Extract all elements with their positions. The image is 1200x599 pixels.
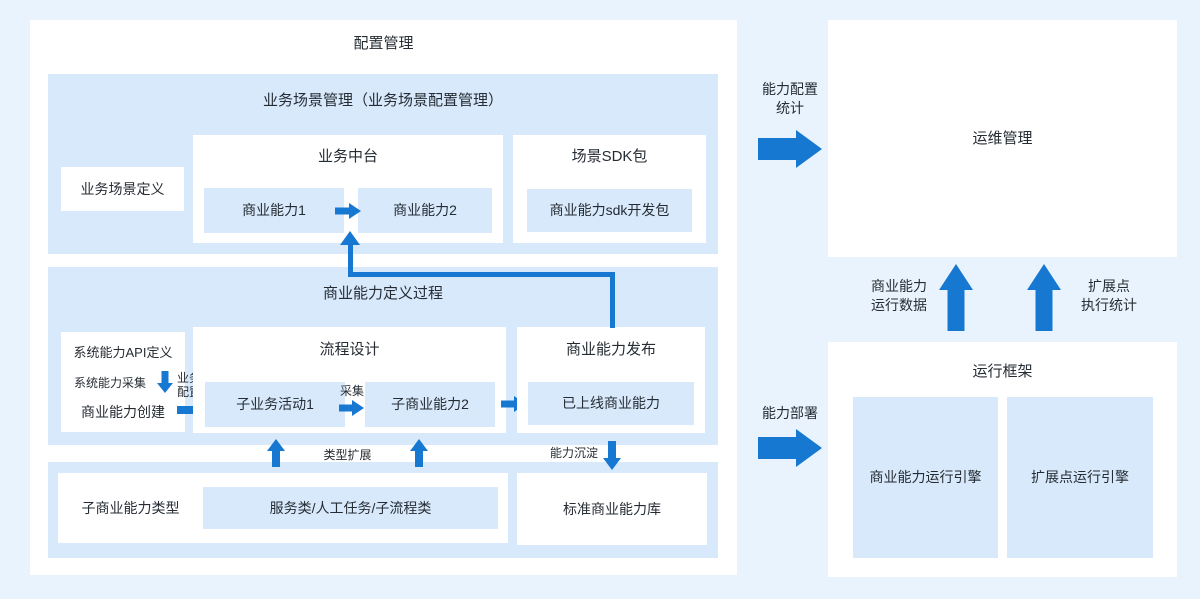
- capability-create-node: 系统能力API定义 系统能力采集 商业能力创建: [61, 332, 185, 432]
- connector-segment: [610, 272, 615, 328]
- arrow-up-icon: [267, 439, 285, 467]
- capability-config-stat-label: 能力配置 统计: [752, 80, 828, 118]
- sub-capability-type-section: 子商业能力类型 服务类/人工任务/子流程类 标准商业能力库: [48, 462, 718, 558]
- ext-exec-stat-line2: 执行统计: [1081, 297, 1137, 313]
- runtime-framework-title: 运行框架: [972, 363, 1033, 380]
- capability-publish-title: 商业能力发布: [565, 341, 656, 358]
- capability-settle-label: 能力沉淀: [549, 446, 598, 460]
- connector-segment: [348, 244, 353, 275]
- mid-platform-node: 业务中台 商业能力1 商业能力2: [193, 135, 503, 243]
- type-extend-label: 类型扩展: [323, 448, 372, 462]
- arrow-up-icon: [939, 264, 973, 331]
- arrow-right-icon: [758, 429, 822, 467]
- capability-deploy-label: 能力部署: [762, 405, 818, 421]
- arrow-right-icon: [335, 203, 361, 219]
- system-collect-label: 系统能力采集: [73, 376, 146, 390]
- online-capability-node: 已上线商业能力: [528, 382, 694, 425]
- capability-run-engine-node: 商业能力运行引擎: [853, 397, 998, 558]
- runtime-framework-panel: 运行框架 商业能力运行引擎 扩展点运行引擎: [828, 342, 1177, 577]
- connector-segment: [348, 272, 615, 277]
- arrow-down-icon: [603, 441, 621, 470]
- process-design-node: 流程设计 子业务活动1 采集 子商业能力2: [193, 327, 506, 433]
- sub-capability-type-node: 子商业能力类型 服务类/人工任务/子流程类: [58, 473, 508, 543]
- capability-create-label: 商业能力创建: [81, 404, 165, 420]
- sub-capability-node: 子商业能力2: [365, 382, 495, 427]
- type-kinds-node: 服务类/人工任务/子流程类: [203, 487, 498, 529]
- ops-management-panel: 运维管理: [828, 20, 1177, 257]
- sdk-package-node: 商业能力sdk开发包: [527, 189, 692, 232]
- capability-run-data-label: 商业能力 运行数据: [858, 277, 940, 315]
- arrow-down-icon: [157, 371, 173, 393]
- system-api-definition-label: 系统能力API定义: [73, 345, 173, 360]
- ext-exec-stat-line1: 扩展点: [1088, 278, 1130, 294]
- capability-1-node: 商业能力1: [204, 188, 344, 233]
- scenario-definition-node: 业务场景定义: [61, 167, 184, 211]
- sub-capability-type-label: 子商业能力类型: [81, 499, 180, 516]
- ext-exec-stat-label: 扩展点 执行统计: [1068, 277, 1150, 315]
- arrow-right-icon: [758, 130, 822, 168]
- arrow-right-icon: [339, 400, 364, 416]
- arrow-up-icon: [340, 231, 360, 245]
- mid-platform-title: 业务中台: [317, 148, 378, 165]
- capability-2-node: 商业能力2: [358, 188, 492, 233]
- config-management-title: 配置管理: [353, 35, 414, 52]
- config-management-panel: 配置管理 业务场景管理（业务场景配置管理） 业务场景定义 业务中台 商业能力1 …: [30, 20, 737, 575]
- capability-run-data-line2: 运行数据: [871, 297, 927, 313]
- scenario-section: 业务场景管理（业务场景配置管理） 业务场景定义 业务中台 商业能力1 商业能力2…: [48, 74, 718, 254]
- process-design-title: 流程设计: [319, 341, 380, 358]
- capability-definition-title: 商业能力定义过程: [322, 285, 443, 302]
- scenario-section-title: 业务场景管理（业务场景配置管理）: [262, 92, 503, 109]
- capability-config-stat-line1: 能力配置: [762, 81, 818, 97]
- scene-sdk-title: 场景SDK包: [571, 148, 648, 165]
- sub-activity-node: 子业务活动1: [205, 382, 345, 427]
- arrow-up-icon: [1027, 264, 1061, 331]
- collect-label: 采集: [339, 384, 364, 398]
- capability-run-data-line1: 商业能力: [871, 278, 927, 294]
- capability-definition-section: 商业能力定义过程 系统能力API定义 系统能力采集 商业能力创建 业务 配置 流…: [48, 267, 718, 445]
- standard-capability-library-node: 标准商业能力库: [517, 473, 707, 545]
- capability-publish-node: 商业能力发布 已上线商业能力: [517, 327, 705, 433]
- arrow-up-icon: [410, 439, 428, 467]
- scene-sdk-node: 场景SDK包 商业能力sdk开发包: [513, 135, 706, 243]
- capability-config-stat-line2: 统计: [776, 100, 804, 116]
- ext-point-run-engine-node: 扩展点运行引擎: [1007, 397, 1153, 558]
